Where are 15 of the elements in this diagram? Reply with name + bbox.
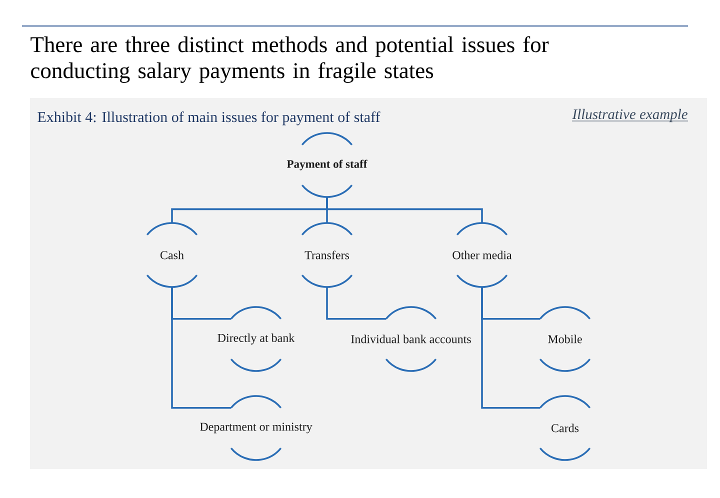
bracketed-label: Cards: [539, 395, 591, 461]
bracketed-label: Directly at bank: [218, 306, 295, 372]
connector-line: [481, 287, 540, 409]
bracketed-label: Payment of staff: [286, 132, 368, 198]
connector-line: [326, 197, 483, 223]
bracketed-label: Other media: [452, 222, 512, 288]
bracketed-label: Cash: [146, 222, 198, 288]
note-label: Illustrative example: [572, 108, 688, 122]
bracketed-label: Department or ministry: [200, 395, 312, 461]
bracketed-label: Transfers: [301, 222, 353, 288]
title: There are three distinct methods and potential issues for conducting salary payments in fragile states: [30, 36, 549, 83]
connector-line: [326, 287, 386, 320]
bracketed-label: Individual bank accounts: [351, 306, 471, 372]
connector-line: [171, 287, 232, 409]
bracketed-label: Mobile: [539, 306, 591, 372]
